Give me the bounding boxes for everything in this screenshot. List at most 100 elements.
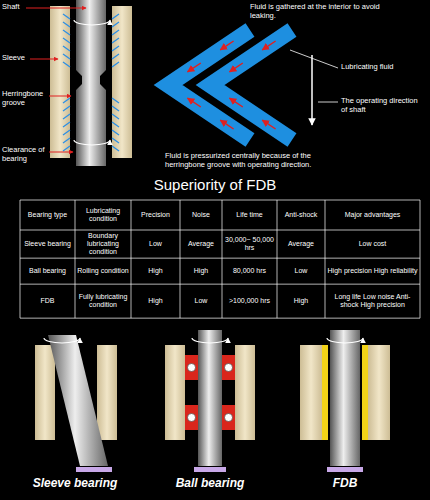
groove-stroke — [112, 46, 119, 51]
groove-stroke — [112, 122, 119, 127]
table-cell: Fully lubricating condition — [77, 285, 129, 317]
ball-race — [185, 405, 198, 430]
sleeve — [300, 345, 322, 440]
leader-line — [290, 50, 338, 68]
table-cell: High — [133, 285, 178, 317]
groove-stroke — [112, 106, 119, 111]
groove-stroke — [63, 14, 70, 19]
table-rule — [20, 230, 420, 231]
groove-stroke — [63, 138, 70, 143]
note: Fluid is gathered at the interior to avo… — [250, 3, 385, 20]
groove-stroke — [112, 130, 119, 135]
groove-stroke — [63, 98, 70, 103]
flow-arrow — [188, 63, 201, 72]
table-cell: Ball bearing — [22, 259, 73, 283]
sleeve — [112, 6, 132, 158]
table-header: Anti-shock — [279, 201, 323, 229]
bearing-section — [26, 0, 132, 166]
groove-stroke — [63, 106, 70, 111]
lubricating-fluid-band — [210, 30, 292, 140]
fluid-film — [322, 345, 328, 440]
table-cell: Low — [133, 231, 178, 257]
rotation-arrow — [44, 338, 80, 343]
sleeve — [35, 345, 55, 440]
housing — [235, 345, 255, 440]
groove-stroke — [63, 46, 70, 51]
groove-stroke — [112, 146, 119, 151]
fluid-film — [362, 345, 368, 440]
table-rule — [20, 284, 420, 285]
fdb-figure — [300, 330, 390, 472]
table-cell: Rolling condition — [77, 259, 129, 283]
flow-arrow — [262, 120, 275, 129]
groove-stroke — [112, 14, 119, 19]
rotation-arrow — [192, 338, 228, 343]
groove-stroke — [112, 30, 119, 35]
sleeve — [97, 345, 117, 440]
part-label: Sleeve — [2, 54, 28, 63]
rotation-arrow — [74, 140, 110, 145]
table-rule — [131, 200, 132, 318]
table-rule — [20, 200, 420, 201]
base — [194, 467, 226, 472]
leader-arrow — [49, 152, 73, 153]
groove-stroke — [63, 130, 70, 135]
table-cell: Average — [182, 231, 220, 257]
groove-stroke — [63, 22, 70, 27]
ball-race — [185, 355, 198, 380]
shaft — [48, 335, 108, 466]
table-header: Lubricating condition — [77, 201, 129, 229]
operating-direction-arrow — [311, 55, 313, 125]
table-grid — [20, 200, 420, 318]
table-cell: >100,000 hrs — [224, 285, 275, 317]
table-cell: High precision High reliability — [327, 259, 418, 283]
sleeve — [368, 345, 390, 440]
groove-stroke — [63, 54, 70, 59]
ball — [188, 414, 196, 422]
table-cell: 30,000~ 50,000 hrs — [224, 231, 275, 257]
table-cell: Long life Low noise Anti-shock High prec… — [327, 285, 418, 317]
rotation-arrow — [74, 20, 110, 25]
rotation-arrow — [327, 338, 363, 343]
base — [76, 467, 112, 472]
table-rule — [222, 200, 223, 318]
groove-stroke — [63, 30, 70, 35]
table-cell: High — [133, 259, 178, 283]
part-label: Lubricating fluid — [341, 63, 421, 72]
table-rule — [20, 258, 420, 259]
ball — [188, 364, 196, 372]
note: Fluid is pressurized centrally because o… — [165, 152, 340, 169]
leader-line — [318, 102, 338, 103]
part-label: Herringbone groove — [2, 90, 47, 107]
sleeve — [50, 6, 70, 158]
shaft — [198, 330, 222, 466]
table-cell: Boundary lubricating condition — [77, 231, 129, 257]
table-rule — [277, 200, 278, 318]
groove-stroke — [112, 138, 119, 143]
flow-arrow — [220, 120, 233, 129]
table-header: Life time — [224, 201, 275, 229]
figure-caption: Sleeve bearing — [10, 476, 140, 490]
leader-arrow — [49, 96, 71, 97]
table-header: Precision — [133, 201, 178, 229]
groove-stroke — [112, 62, 119, 67]
groove-stroke — [112, 38, 119, 43]
part-label: Shaft — [2, 3, 24, 12]
ball — [225, 414, 233, 422]
table-header: Major advantages — [327, 201, 418, 229]
sleeve-bearing-figure — [35, 335, 117, 472]
groove-stroke — [63, 114, 70, 119]
table-rule — [20, 200, 21, 318]
herringbone-flow — [168, 30, 338, 140]
part-label: Clearance of bearing — [2, 146, 47, 163]
flow-arrow — [188, 41, 276, 129]
table-cell: FDB — [22, 285, 73, 317]
leader-arrow — [26, 8, 86, 9]
table-header: Bearing type — [22, 201, 73, 229]
table-cell: Average — [279, 231, 323, 257]
table-rule — [180, 200, 181, 318]
table-cell: High — [182, 259, 220, 283]
table-cell: Low — [279, 259, 323, 283]
table-cell: 80,000 hrs — [224, 259, 275, 283]
